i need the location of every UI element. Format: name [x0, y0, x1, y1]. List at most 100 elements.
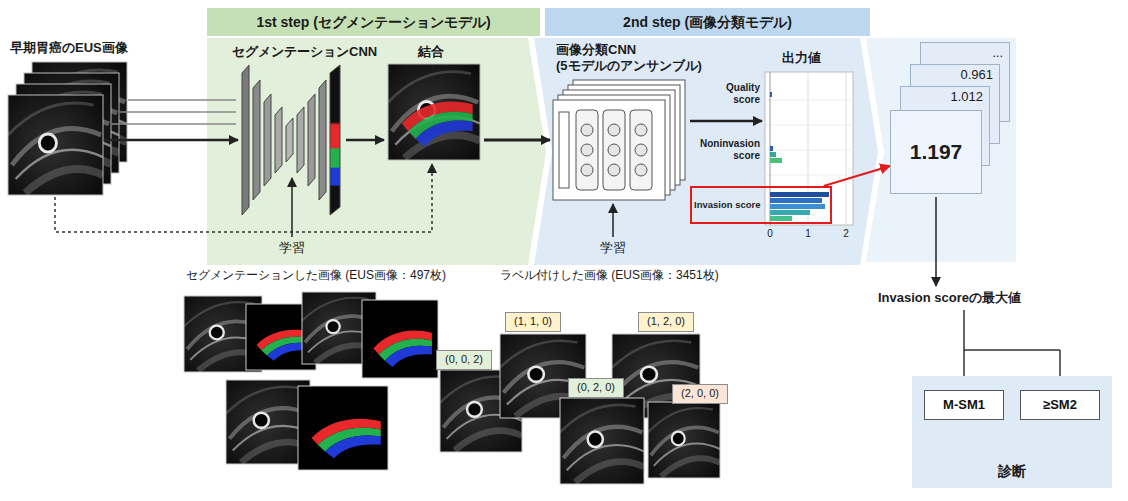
- axis-tick: 1: [793, 228, 823, 240]
- training-arrow: [612, 204, 614, 237]
- cnn-layer: [275, 107, 282, 173]
- segmented-image: [362, 300, 438, 378]
- cnn-unit: [635, 144, 647, 156]
- cnn-unit: [635, 164, 647, 176]
- cnn-model: [553, 100, 665, 200]
- node-text: (1, 2, 0): [647, 315, 685, 328]
- max-score-label: Invasion scoreの最大値: [878, 290, 1021, 306]
- model-label: セグメンテーションCNN: [232, 44, 377, 60]
- dataset-label: セグメンテーションした画像 (EUS画像：497枚): [186, 268, 446, 282]
- segmentation-overlay: [402, 101, 473, 146]
- flow-arrow: [935, 197, 937, 286]
- grid-line: [765, 125, 853, 126]
- node-text: (0, 0, 2): [445, 353, 483, 366]
- cnn-unit: [608, 144, 620, 156]
- diagnosis-box: ≥SM2: [1020, 390, 1100, 420]
- diagnosis-panel: M-SM1 ≥SM2 診断: [912, 376, 1112, 488]
- model-label: 結合: [418, 44, 444, 60]
- model-label: 画像分類CNN (5モデルのアンサンブル): [556, 42, 702, 73]
- label-tag: (0, 2, 0): [568, 378, 624, 398]
- node-text: (0, 2, 0): [577, 381, 615, 394]
- cnn-layer: [264, 94, 271, 186]
- cnn-input-block: [559, 112, 569, 188]
- training-label: 学習: [279, 240, 305, 256]
- score-bar: [770, 192, 829, 197]
- label-tag: (1, 2, 0): [638, 312, 694, 332]
- combined-image: [388, 64, 480, 160]
- node-text: ...: [992, 45, 1003, 61]
- step-band: 2nd step (画像分類モデル): [545, 8, 870, 36]
- diagnosis-box: M-SM1: [924, 390, 1004, 420]
- node-text: 1.197: [910, 139, 963, 164]
- image-frame: [298, 386, 388, 470]
- cnn-unit: [608, 164, 620, 176]
- input-arrow: [104, 139, 238, 142]
- dataset-label: ラベル付けした画像 (EUS画像：3451枚): [500, 268, 719, 282]
- cnn-unit: [608, 124, 620, 136]
- score-bar: [770, 216, 792, 221]
- score-bar: [770, 198, 822, 203]
- image-frame: [362, 300, 438, 378]
- grid-line: [765, 100, 853, 101]
- chart-category: Quality score: [726, 82, 760, 106]
- eus-image: [8, 95, 103, 195]
- invasion-score-box: Invasion score: [690, 186, 832, 224]
- score-arrow: [824, 166, 890, 186]
- output-panel: [866, 38, 1016, 262]
- image-frame: [560, 398, 644, 484]
- training-label: 学習: [600, 240, 626, 256]
- node-text: Invasion score: [694, 199, 761, 210]
- cnn-unit: [581, 164, 593, 176]
- step-band: 1st step (セグメンテーションモデル): [207, 8, 540, 36]
- node-text: 1st step (セグメンテーションモデル): [256, 14, 490, 31]
- chart-category: Noninvasion score: [700, 138, 760, 162]
- node-text: ≥SM2: [1043, 397, 1077, 413]
- node-text: (1, 1, 0): [514, 315, 552, 328]
- node-text: 0.961: [960, 67, 993, 83]
- cnn-block: [603, 110, 625, 190]
- cnn-layer: [253, 80, 260, 200]
- image-frame: [648, 402, 720, 478]
- input-line: [120, 111, 236, 113]
- image-frame: [226, 380, 310, 464]
- label-tag: (0, 0, 2): [436, 350, 492, 370]
- eus-image: [560, 398, 644, 484]
- cnn-block: [630, 110, 652, 190]
- node-text: (2, 0, 0): [681, 387, 719, 400]
- cnn-layer: [319, 80, 326, 200]
- score-bar: [770, 210, 810, 215]
- axis-tick: 0: [755, 228, 785, 240]
- eus-image: [648, 402, 720, 478]
- grid-line: [765, 150, 853, 151]
- score-bar: [770, 92, 772, 97]
- cnn-layer: [242, 65, 249, 215]
- score-card: 1.197: [890, 110, 982, 194]
- score-bar: [770, 152, 776, 157]
- input-line: [112, 123, 236, 125]
- cnn-layer: [286, 118, 293, 162]
- chart-title: 出力値: [782, 50, 821, 66]
- flow-arrow: [346, 139, 384, 142]
- cnn-layer: [308, 94, 315, 186]
- score-bar: [770, 158, 782, 163]
- axis-tick: 2: [831, 228, 861, 240]
- flow-arrow: [690, 120, 762, 123]
- node-text: 2nd step (画像分類モデル): [623, 14, 792, 31]
- cnn-layer: [297, 107, 304, 173]
- input-line: [128, 99, 236, 101]
- score-bar: [770, 146, 773, 151]
- cnn-output-layer: [330, 65, 340, 215]
- training-arrow: [291, 178, 293, 237]
- image-frame: [388, 64, 480, 160]
- eus-image: [226, 380, 310, 464]
- chart-frame: [765, 72, 853, 225]
- input-caption: 早期胃癌のEUS画像: [10, 40, 128, 56]
- node-text: 診断: [998, 463, 1026, 480]
- score-bar: [770, 204, 825, 209]
- step2-panel: [534, 38, 878, 265]
- segmented-image: [298, 386, 388, 470]
- node-text: 1.012: [950, 89, 983, 105]
- grid-line: [846, 72, 847, 225]
- image-frame: [8, 95, 103, 195]
